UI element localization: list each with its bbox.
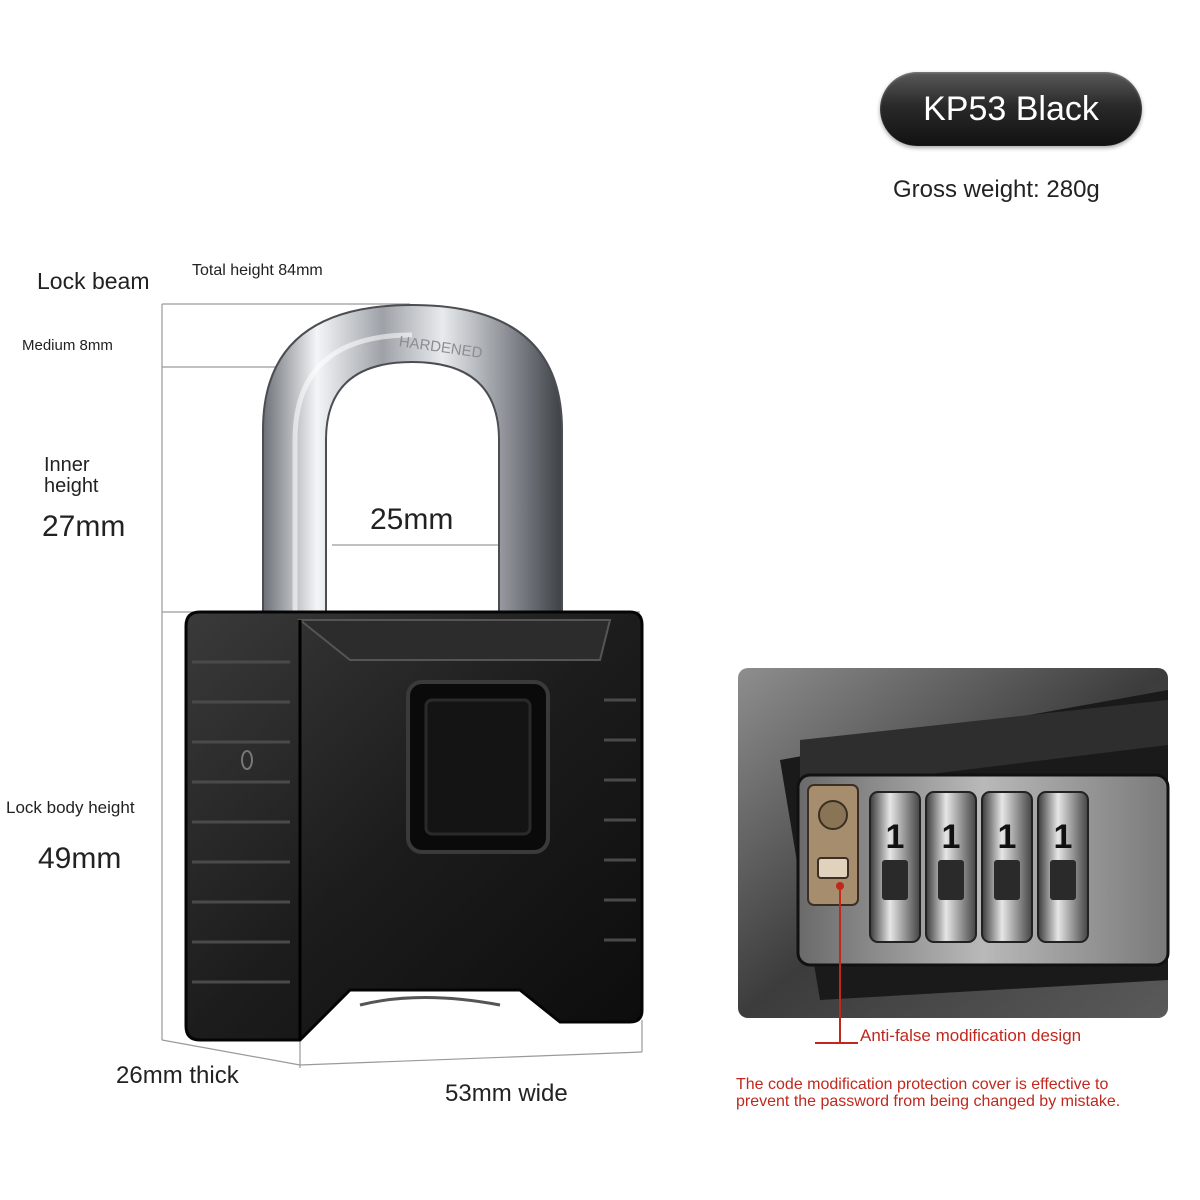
description-line-1: The code modification protection cover i…	[736, 1076, 1109, 1093]
inner-height-label: Inner height	[44, 455, 99, 497]
inner-height-line2: height	[44, 475, 99, 497]
dial-digit-4: 1	[1054, 818, 1073, 856]
dial-wheels	[869, 791, 1089, 943]
lock-beam-label: Lock beam	[37, 268, 150, 294]
body-height-value: 49mm	[38, 842, 122, 875]
dial-detail-image: 1 1 1 1	[738, 668, 1170, 1018]
medium-label: Medium 8mm	[22, 337, 113, 354]
dial-digit-2: 1	[942, 818, 961, 856]
gross-weight: Gross weight: 280g	[893, 176, 1100, 203]
inner-height-value: 27mm	[42, 510, 126, 543]
description-line-2: prevent the password from being changed …	[736, 1093, 1121, 1110]
inner-width-label: 25mm	[370, 503, 454, 536]
dial-digit-1: 1	[886, 818, 905, 856]
protection-description: The code modification protection cover i…	[736, 1076, 1120, 1110]
model-badge: KP53 Black	[880, 72, 1142, 146]
dial-digit-3: 1	[998, 818, 1017, 856]
width-label: 53mm wide	[445, 1080, 568, 1107]
callout-label: Anti-false modification design	[860, 1026, 1082, 1045]
body-height-label: Lock body height	[6, 798, 135, 817]
callout-pointer	[815, 890, 858, 1044]
lock-body	[184, 610, 644, 1042]
inner-height-line1: Inner	[44, 454, 90, 476]
total-height-label: Total height 84mm	[192, 262, 323, 279]
lock-shackle: HARDENED	[262, 303, 563, 613]
thickness-label: 26mm thick	[116, 1062, 239, 1089]
